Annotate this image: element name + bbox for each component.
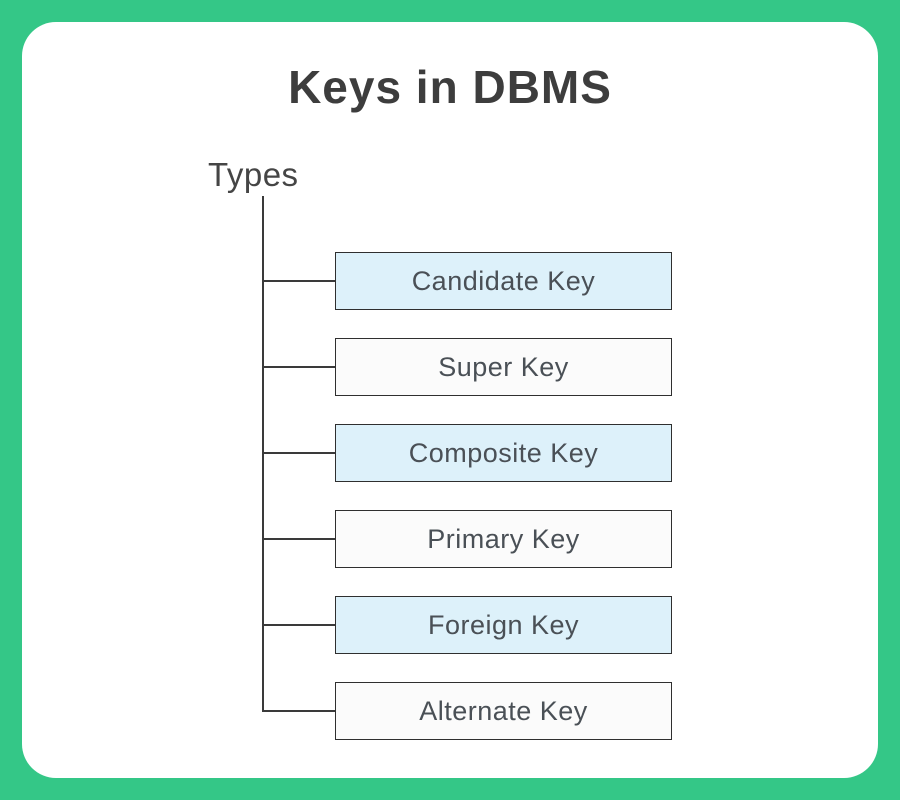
tree-trunk-line	[262, 196, 264, 712]
key-node-composite: Composite Key	[335, 424, 672, 482]
branch-line	[263, 624, 336, 626]
key-node-alternate: Alternate Key	[335, 682, 672, 740]
branch-line	[263, 452, 336, 454]
branch-line	[263, 710, 336, 712]
branch-line	[263, 366, 336, 368]
tree-root-label: Types	[208, 156, 299, 193]
diagram-card: Keys in DBMS Types Candidate Key Super K…	[22, 22, 878, 778]
branch-line	[263, 280, 336, 282]
key-node-foreign: Foreign Key	[335, 596, 672, 654]
key-node-candidate: Candidate Key	[335, 252, 672, 310]
key-node-primary: Primary Key	[335, 510, 672, 568]
key-node-super: Super Key	[335, 338, 672, 396]
branch-line	[263, 538, 336, 540]
page-title: Keys in DBMS	[288, 61, 612, 113]
